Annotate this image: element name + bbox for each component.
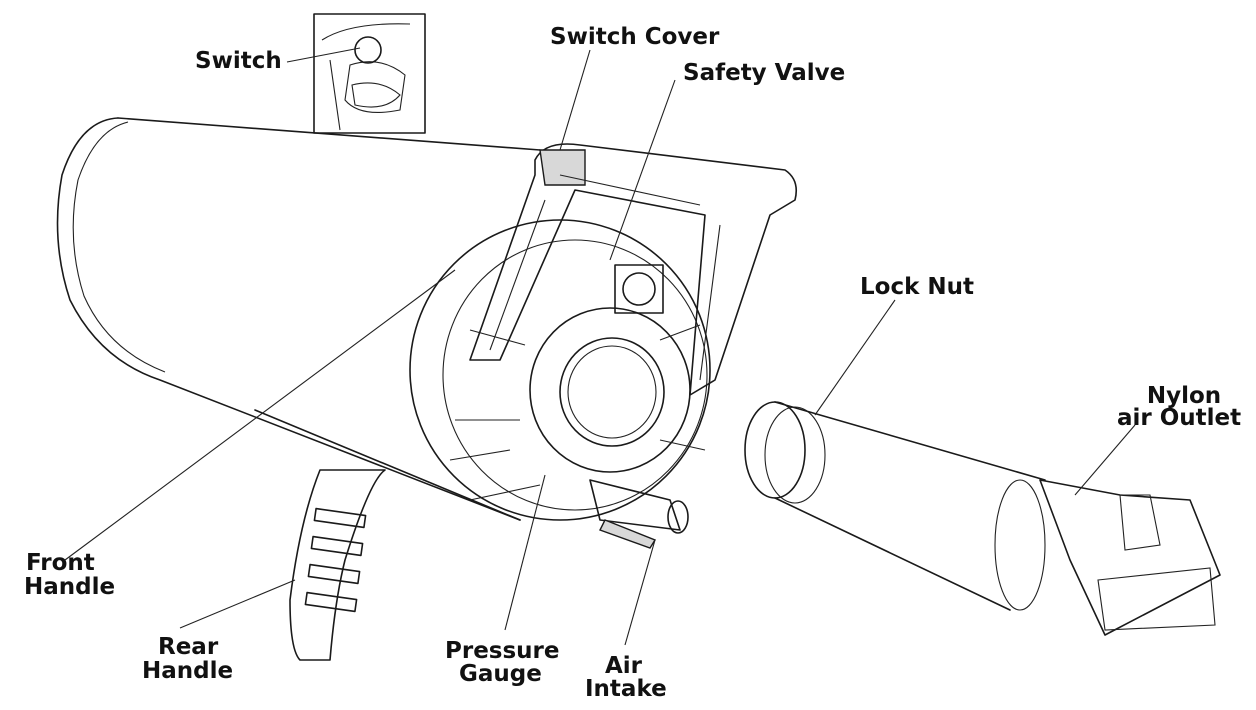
label-pressure-line-1: Pressure bbox=[445, 638, 560, 664]
label-safety-valve: Safety Valve bbox=[683, 60, 846, 86]
top-handle bbox=[469, 143, 798, 396]
rear-handle bbox=[289, 469, 386, 661]
label-front-line-2: Handle bbox=[24, 574, 116, 600]
label-nylon-line-1: Nylon bbox=[1146, 383, 1222, 409]
leader-switch bbox=[286, 47, 361, 63]
label-rear-line-2: Handle bbox=[142, 658, 234, 684]
end-cap bbox=[409, 219, 711, 521]
leader-lines bbox=[64, 47, 1136, 646]
label-rear-line-1: Rear bbox=[158, 634, 219, 660]
leader-front-handle bbox=[64, 269, 456, 561]
label-front-line-1: Front bbox=[26, 550, 95, 576]
air-intake-fitting bbox=[589, 479, 689, 549]
leader-rear-handle bbox=[179, 579, 296, 629]
label-lock-nut: Lock Nut bbox=[860, 274, 975, 300]
cylinder-body bbox=[56, 117, 541, 521]
switch-inset bbox=[313, 13, 426, 134]
label-switch: Switch bbox=[195, 48, 282, 74]
leader-pressure-gauge bbox=[504, 474, 546, 631]
leader-lock-nut bbox=[814, 299, 896, 416]
label-pressure-line-2: Gauge bbox=[459, 661, 542, 687]
leader-safety-valve bbox=[609, 79, 676, 261]
lock-nut-tube bbox=[744, 401, 1046, 611]
label-air-line-2: Intake bbox=[585, 676, 667, 702]
nylon-outlet-nozzle bbox=[1039, 479, 1221, 636]
leader-nylon-outlet bbox=[1074, 424, 1136, 496]
label-air-line-1: Air bbox=[605, 653, 643, 679]
leader-switch-cover bbox=[559, 49, 591, 151]
label-nylon-line-2: air Outlet bbox=[1117, 405, 1242, 431]
label-switch-cover: Switch Cover bbox=[550, 24, 720, 50]
leader-air-intake bbox=[624, 539, 656, 646]
